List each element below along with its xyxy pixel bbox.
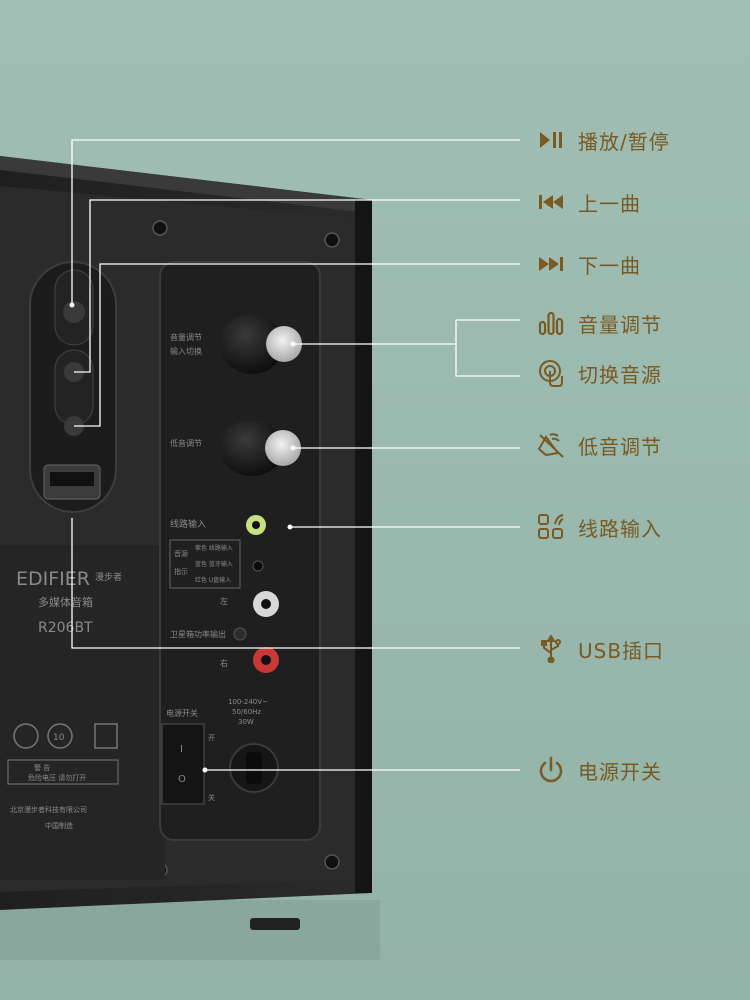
bass-knob[interactable] <box>220 420 284 476</box>
svg-text:左: 左 <box>220 596 228 606</box>
svg-text:50/60Hz: 50/60Hz <box>232 708 261 716</box>
touch-hand-icon <box>536 358 566 388</box>
svg-text:危险电压 请勿打开: 危险电压 请勿打开 <box>28 773 86 782</box>
svg-text:卫星箱功率输出: 卫星箱功率输出 <box>170 629 226 639</box>
play-pause-icon <box>536 125 566 155</box>
svg-text:30W: 30W <box>238 718 254 726</box>
callout-previous: 上一曲 <box>536 182 641 222</box>
svg-text:警 告: 警 告 <box>34 763 50 772</box>
previous-track-icon <box>536 187 566 217</box>
callout-volume: 音量调节 <box>536 303 662 343</box>
svg-text:O: O <box>178 774 186 785</box>
callout-next: 下一曲 <box>536 244 641 284</box>
svg-text:10: 10 <box>53 733 65 743</box>
bass-speaker-icon <box>536 430 566 460</box>
usb-icon <box>536 634 566 664</box>
callout-line-in: 线路输入 <box>536 507 662 547</box>
svg-text:中国制造: 中国制造 <box>45 821 73 830</box>
svg-text:蓝色 蓝牙输入: 蓝色 蓝牙输入 <box>195 560 233 568</box>
svg-text:指示: 指示 <box>174 567 188 576</box>
brand-logo: EDIFIER <box>16 568 90 590</box>
svg-text:右: 右 <box>220 658 228 668</box>
svg-text:100-240V~: 100-240V~ <box>228 698 268 706</box>
callout-usb: USB插口 <box>536 629 664 669</box>
callout-power: 电源开关 <box>536 750 662 790</box>
volume-knob[interactable] <box>220 314 284 374</box>
svg-text:多媒体音箱: 多媒体音箱 <box>38 595 93 609</box>
svg-text:红色 U盘输入: 红色 U盘输入 <box>195 576 231 584</box>
power-icon <box>536 755 566 785</box>
svg-text:低音调节: 低音调节 <box>170 438 202 448</box>
svg-text:R206BT: R206BT <box>38 620 93 636</box>
svg-text:音量调节: 音量调节 <box>170 332 202 342</box>
callout-play-pause: 播放/暂停 <box>536 120 670 160</box>
callout-bass: 低音调节 <box>536 425 662 465</box>
screw <box>152 220 168 236</box>
svg-text:音源: 音源 <box>174 549 188 558</box>
callout-source: 切换音源 <box>536 353 662 393</box>
next-track-icon <box>536 249 566 279</box>
svg-text:I: I <box>180 744 183 755</box>
callout-lines <box>71 139 520 771</box>
svg-text:电源开关: 电源开关 <box>166 708 198 718</box>
svg-text:关: 关 <box>208 793 215 802</box>
svg-text:开: 开 <box>208 734 215 742</box>
power-switch[interactable] <box>161 723 205 805</box>
play-pause-button[interactable] <box>63 301 85 323</box>
volume-bars-icon <box>536 308 566 338</box>
svg-text:紫色 线路输入: 紫色 线路输入 <box>195 544 233 552</box>
svg-text:漫步者: 漫步者 <box>95 571 122 583</box>
svg-text:北京漫步者科技有限公司: 北京漫步者科技有限公司 <box>10 805 87 814</box>
line-input-icon <box>536 512 566 542</box>
svg-text:输入切换: 输入切换 <box>170 346 202 356</box>
svg-text:线路输入: 线路输入 <box>170 518 206 530</box>
